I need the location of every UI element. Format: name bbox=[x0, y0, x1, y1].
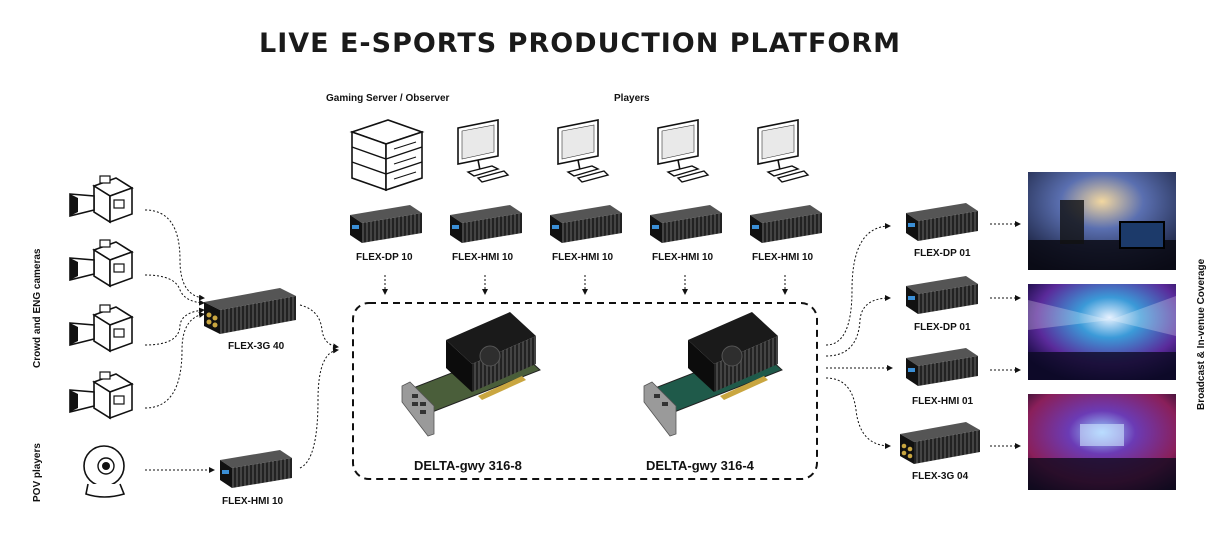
monitor-icon bbox=[557, 119, 609, 183]
converter-box-icon bbox=[350, 205, 422, 243]
group-label-gaming-server: Gaming Server / Observer bbox=[326, 93, 450, 104]
webcam-icon bbox=[83, 445, 126, 498]
device-label: FLEX-HMI 01 bbox=[912, 396, 974, 407]
device-label: FLEX-HMI 10 bbox=[752, 252, 814, 263]
group-label-pov-players: POV players bbox=[32, 443, 43, 502]
camera-icon bbox=[69, 239, 133, 287]
device-label: FLEX-HMI 10 bbox=[222, 496, 284, 507]
device-label: FLEX-HMI 10 bbox=[452, 252, 514, 263]
monitor-icon bbox=[757, 119, 809, 183]
camera-icon bbox=[69, 175, 133, 223]
page-title: LIVE E-SPORTS PRODUCTION PLATFORM bbox=[258, 28, 902, 59]
server-icon bbox=[349, 119, 425, 192]
converter-box-icon bbox=[750, 205, 822, 243]
monitor-icon bbox=[657, 119, 709, 183]
device-label: FLEX-DP 01 bbox=[914, 322, 971, 333]
converter-box-icon bbox=[650, 205, 722, 243]
stage-photo bbox=[1028, 172, 1176, 270]
converter-box-icon bbox=[550, 205, 622, 243]
monitor-icon bbox=[457, 119, 509, 183]
converter-box-icon bbox=[450, 205, 522, 243]
camera-icon bbox=[69, 304, 133, 352]
converter-box-icon bbox=[906, 203, 978, 241]
device-label: FLEX-HMI 10 bbox=[652, 252, 714, 263]
pcie-card-icon bbox=[401, 312, 541, 437]
camera-icon bbox=[69, 371, 133, 419]
group-label-crowd-cameras: Crowd and ENG cameras bbox=[32, 248, 43, 368]
card-label: DELTA-gwy 316-8 bbox=[414, 458, 522, 473]
converter-box-icon bbox=[220, 450, 292, 488]
processing-frame bbox=[352, 302, 818, 480]
device-label: FLEX-3G 04 bbox=[912, 471, 969, 482]
stage-photo bbox=[1028, 284, 1176, 380]
stage-photo bbox=[1028, 394, 1176, 490]
group-label-broadcast: Broadcast & In-venue Coverage bbox=[1196, 258, 1207, 410]
pcie-card-icon bbox=[643, 312, 783, 437]
group-label-players: Players bbox=[614, 93, 650, 104]
converter-box-icon bbox=[906, 276, 978, 314]
converter-box-icon bbox=[204, 288, 296, 334]
device-label: FLEX-DP 01 bbox=[914, 248, 971, 259]
converter-box-icon bbox=[900, 422, 980, 464]
device-label: FLEX-DP 10 bbox=[356, 252, 413, 263]
device-label: FLEX-HMI 10 bbox=[552, 252, 614, 263]
converter-box-icon bbox=[906, 348, 978, 386]
card-label: DELTA-gwy 316-4 bbox=[646, 458, 754, 473]
device-label: FLEX-3G 40 bbox=[228, 341, 285, 352]
